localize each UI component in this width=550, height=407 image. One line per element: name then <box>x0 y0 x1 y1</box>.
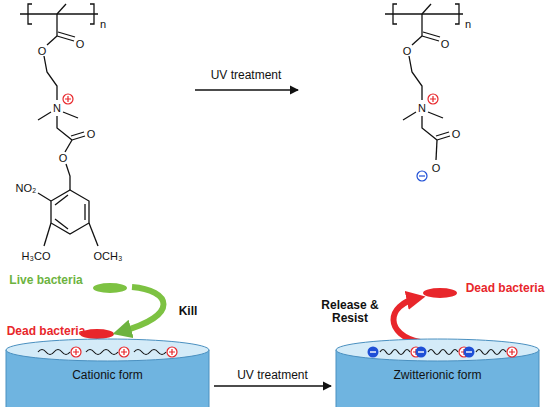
group-label: OCH₃ <box>94 250 123 262</box>
atom-label: O <box>38 45 47 57</box>
surface-disc: Zwitterionic form <box>335 338 540 407</box>
bacteria-label: Live bacteria <box>9 274 82 287</box>
bacteria-label: Dead bacteria <box>466 282 545 295</box>
group-label: NO₂ <box>16 182 37 194</box>
kill-arrow <box>120 287 164 332</box>
arrow-label: UV treatment <box>235 368 310 382</box>
surface-disc: Cationic form <box>5 338 210 407</box>
reaction-arrow <box>195 89 298 90</box>
arrow-label: UV treatment <box>211 69 282 82</box>
atom-label: O <box>441 38 450 50</box>
atom-label: N <box>418 102 426 114</box>
repeat-index: n <box>465 18 471 30</box>
atom-label: O <box>87 128 96 140</box>
release-arrow <box>393 298 420 342</box>
left-structure <box>20 4 98 246</box>
atom-label: N <box>53 102 61 114</box>
right-structure <box>385 4 463 160</box>
cation-charge <box>63 94 73 104</box>
bacteria-label: Dead bacteria <box>7 325 86 338</box>
surface-label: Zwitterionic form <box>335 338 540 382</box>
surface-label: Cationic form <box>5 338 210 382</box>
group-label: H₃CO <box>22 250 51 262</box>
process-arrow <box>214 385 331 386</box>
repeat-index: n <box>100 18 106 30</box>
atom-label: O <box>59 152 68 164</box>
atom-label: O <box>452 128 461 140</box>
atom-label: O <box>432 162 441 174</box>
arrow-label: Kill <box>179 305 198 318</box>
atom-label: O <box>76 38 85 50</box>
atom-label: O <box>403 45 412 57</box>
arrow-label: Release & Resist <box>320 299 380 325</box>
